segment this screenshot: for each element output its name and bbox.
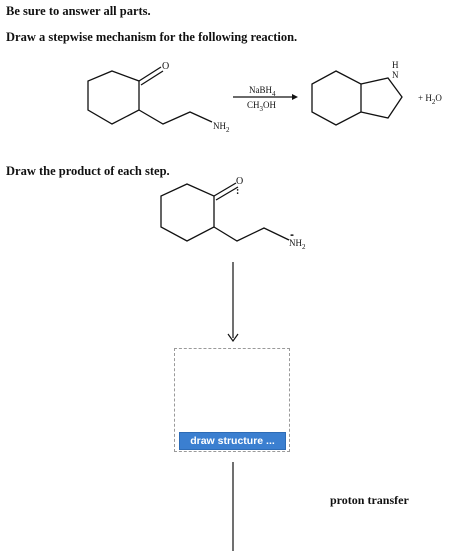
step1-nitrogen-lone-pair: ..: [290, 228, 294, 239]
answer-all-instruction: Be sure to answer all parts.: [6, 4, 151, 18]
reactant-carbonyl-bond: [138, 66, 162, 82]
product-prompt: Draw the product of each step.: [6, 164, 170, 178]
water-byproduct-label: + H2O: [418, 93, 442, 106]
step1-side-chain: [213, 226, 290, 242]
reagent-bottom-label: CH3OH: [247, 100, 277, 113]
step-arrow-1-head: [227, 333, 239, 343]
product-pyrrolidine-ring: [360, 77, 403, 119]
reactant-oxygen-label: O: [162, 61, 170, 72]
proton-transfer-label: proton transfer: [330, 493, 409, 507]
step1-oxygen-lone-pair: :: [236, 186, 240, 197]
product-nh-hydrogen-label: H: [392, 60, 399, 70]
reactant-side-chain: [138, 109, 213, 125]
step1-amine-label: NH2: [289, 238, 306, 251]
reactant-carbonyl-bond-2: [140, 70, 164, 86]
step1-oxygen-label: O: [236, 176, 244, 187]
mechanism-prompt: Draw a stepwise mechanism for the follow…: [6, 30, 298, 44]
step1-cyclohexane-ring: [160, 183, 215, 242]
draw-structure-button[interactable]: draw structure ...: [179, 432, 286, 450]
step1-carbonyl-bond: [213, 182, 237, 197]
reactant-amine-label: NH2: [213, 121, 230, 134]
reactant-cyclohexane-ring: [87, 70, 140, 125]
product-cyclohexane-ring: [311, 70, 362, 126]
draw-structure-area[interactable]: [174, 348, 290, 452]
reagent-top-label: NaBH4: [249, 85, 276, 98]
step1-carbonyl-bond-2: [215, 186, 239, 201]
reaction-arrow-head: [292, 94, 298, 100]
product-nitrogen-label: N: [392, 70, 399, 80]
